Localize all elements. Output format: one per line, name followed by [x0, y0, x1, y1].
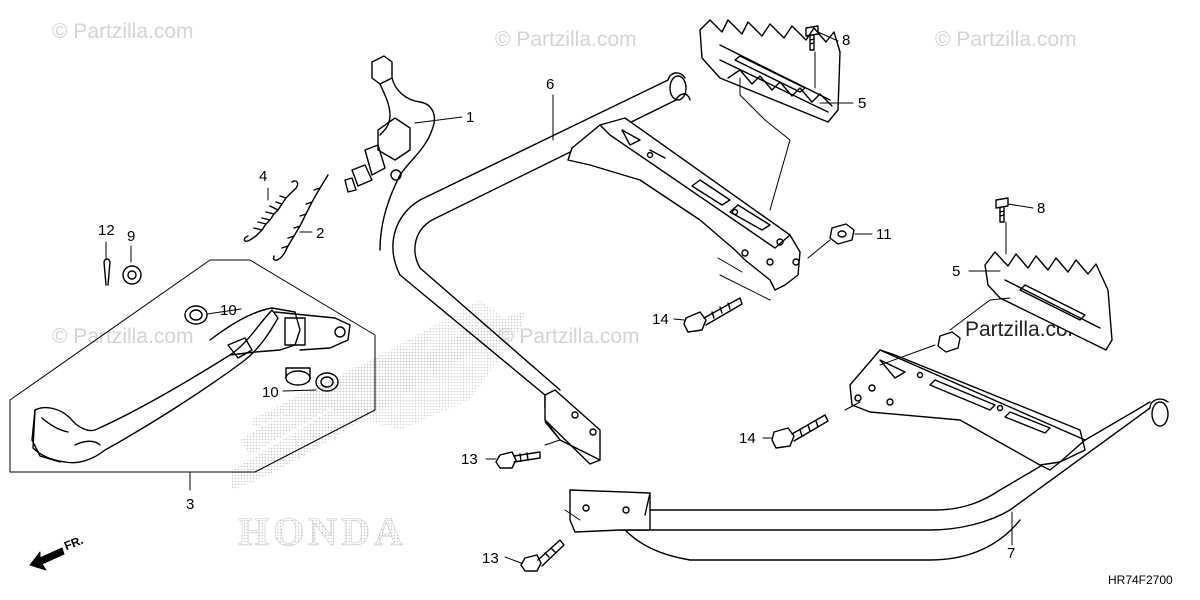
- callout-14-upper: 14: [652, 311, 669, 328]
- callout-3: 3: [186, 496, 195, 513]
- front-direction-arrow: [29, 547, 65, 571]
- footpeg-bar-6: [392, 72, 691, 465]
- footpeg-plate-lower: [984, 251, 1113, 351]
- spring-2: [272, 174, 329, 261]
- spring-4: [243, 180, 299, 243]
- brake-pedal: [31, 307, 351, 464]
- bolt-13-upper: [495, 451, 541, 469]
- bolt-13-lower: [520, 539, 565, 572]
- callout-1: 1: [466, 109, 475, 126]
- brake-switch-1: [344, 55, 436, 251]
- watermark-mid-center: © Partzilla.com: [498, 325, 640, 348]
- pedal-assembly-outline: [9, 259, 376, 473]
- leader-lines: [105, 31, 1034, 564]
- callout-5-upper: 5: [858, 95, 867, 112]
- callout-11: 11: [876, 226, 892, 243]
- bolt-14-lower: [771, 414, 829, 449]
- callout-13-upper: 13: [461, 451, 478, 468]
- watermark-top-center: © Partzilla.com: [495, 28, 637, 51]
- callout-2: 2: [316, 225, 325, 242]
- honda-logo-text: HONDA: [238, 509, 407, 554]
- callout-8-lower: 8: [1037, 200, 1046, 217]
- nut-11: [829, 223, 855, 245]
- bolt-8-lower: [995, 197, 1009, 223]
- footpeg-bracket-upper: [567, 117, 801, 291]
- bushing-10-lower: [315, 372, 339, 392]
- callout-7: 7: [1007, 545, 1016, 562]
- footpeg-bracket-lower: [849, 349, 1086, 471]
- nut-lower: [937, 331, 961, 353]
- callout-5-lower: 5: [952, 263, 961, 280]
- callout-4: 4: [259, 168, 268, 185]
- bushing-10-upper: [184, 305, 208, 325]
- diagram-code: HR74F2700: [1108, 573, 1173, 587]
- watermark-top-right: © Partzilla.com: [935, 28, 1077, 51]
- watermark-mid-left: © Partzilla.com: [52, 325, 194, 348]
- cotter-pin-12: [103, 258, 111, 286]
- callout-9: 9: [127, 228, 136, 245]
- bolt-8-upper: [805, 25, 819, 51]
- callout-8-upper: 8: [842, 32, 851, 49]
- callout-10-lower: 10: [262, 384, 279, 401]
- bolt-14-upper: [683, 297, 743, 333]
- callout-12: 12: [98, 222, 115, 239]
- callout-14-lower: 14: [739, 430, 756, 447]
- footpeg-plate-upper: [699, 19, 841, 123]
- callout-13-lower: 13: [482, 550, 499, 567]
- watermark-top-left: © Partzilla.com: [52, 20, 194, 43]
- callout-10-upper: 10: [220, 302, 237, 319]
- footpeg-bar-7: [569, 398, 1169, 561]
- callout-6: 6: [546, 76, 555, 93]
- washer-9: [122, 265, 142, 285]
